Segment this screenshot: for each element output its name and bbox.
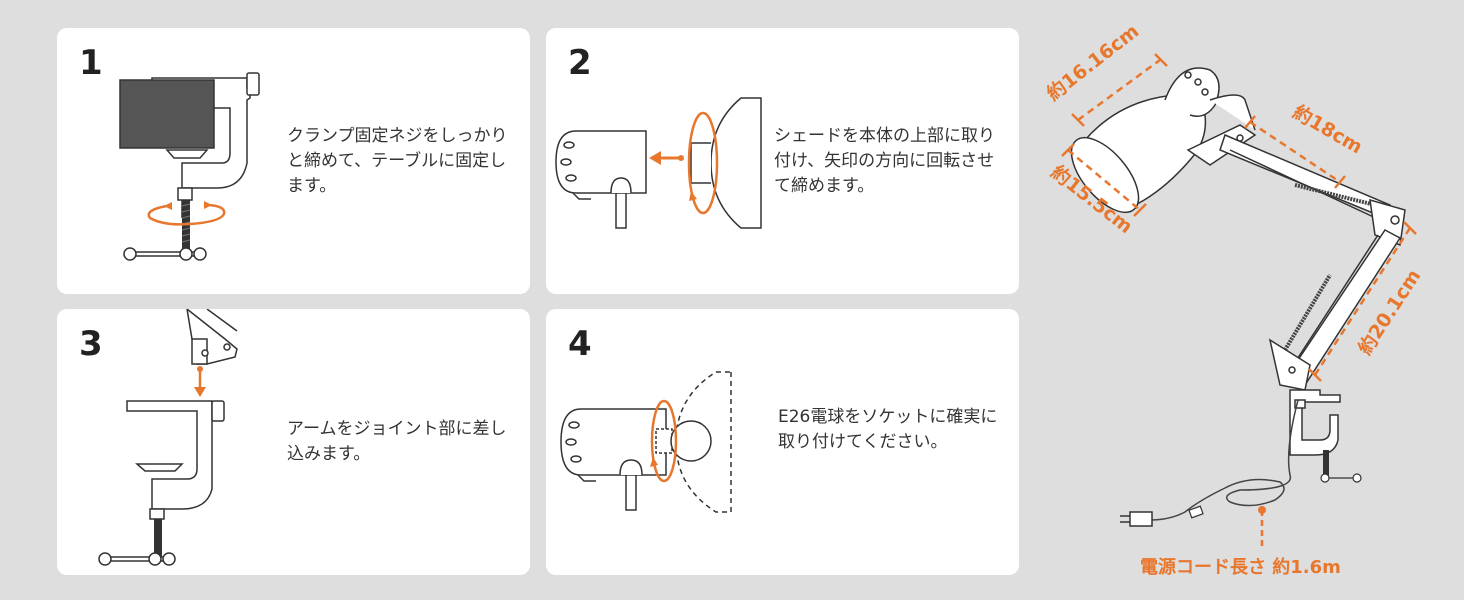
step-number: 2 bbox=[568, 43, 592, 83]
shade-attach-illustration bbox=[555, 97, 762, 229]
step-number: 3 bbox=[79, 324, 103, 364]
arm-insert-illustration bbox=[98, 309, 238, 566]
clamp-table-illustration bbox=[119, 72, 260, 261]
step-instruction: シェードを本体の上部に取り付け、矢印の方向に回転させて締めます。 bbox=[774, 126, 995, 196]
step-number: 4 bbox=[568, 324, 592, 364]
step-card-3: 3 アームをジョイント部に差し込みます。 bbox=[57, 309, 530, 575]
step-instruction: クランプ固定ネジをしっかりと締めて、テーブルに固定します。 bbox=[287, 126, 508, 196]
step-card-4: 4 E26電球をソケットに確実に取り付けてください。 bbox=[546, 309, 1019, 575]
step-instruction: E26電球をソケットに確実に取り付けてください。 bbox=[778, 407, 998, 452]
step-instruction: アームをジョイント部に差し込みます。 bbox=[287, 419, 507, 464]
lamp-dimension-diagram bbox=[1061, 53, 1417, 550]
cord-length-label: 電源コード長さ 約1.6m bbox=[1140, 557, 1341, 578]
step-card-2: 2 シェードを本体の上部に取り付け、矢印の方向に回転させて締めます。 bbox=[546, 28, 1019, 294]
step-number: 1 bbox=[79, 43, 103, 83]
bulb-install-illustration bbox=[560, 371, 732, 513]
step-card-1: 1 bbox=[57, 28, 530, 294]
